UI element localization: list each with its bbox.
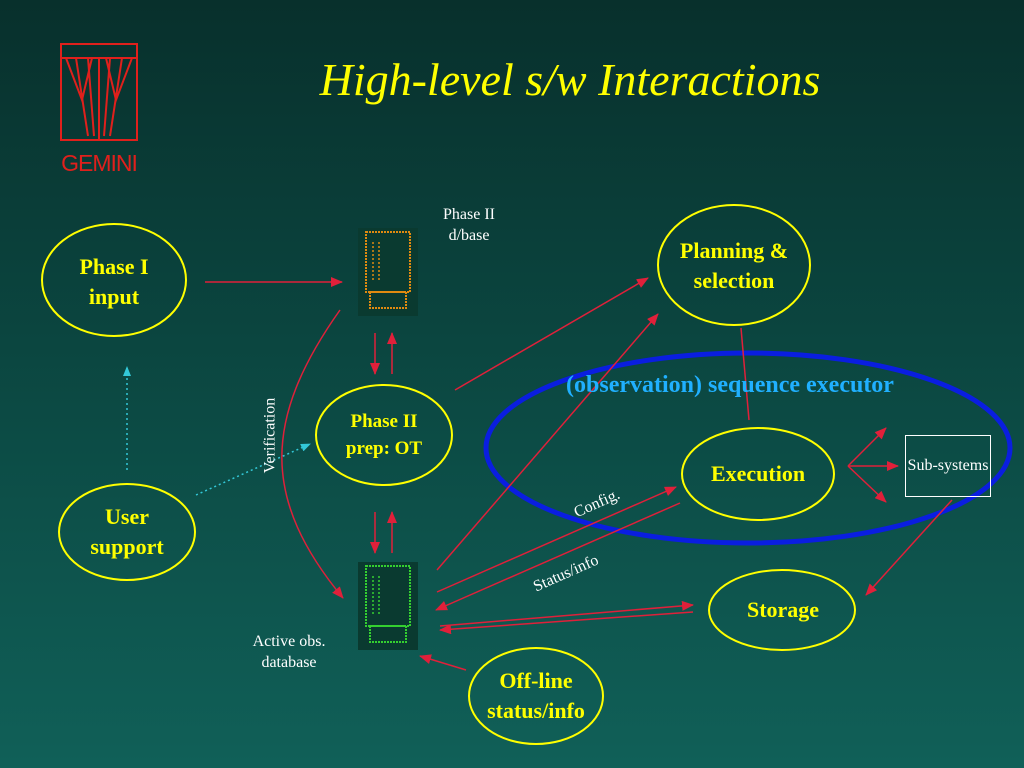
offline-status-node: Off-line status/info: [487, 668, 585, 723]
sequence-executor-label: (observation) sequence executor: [566, 372, 894, 398]
verification-label: Verification: [261, 397, 279, 474]
phase2-ellipse: [315, 384, 453, 486]
user-support-ellipse: [58, 483, 196, 581]
arrow-storage-to-activedb: [439, 611, 694, 635]
arrow-activedb-to-storage: [439, 600, 694, 627]
execution-ellipse: [681, 427, 835, 521]
storage-node: Storage: [746, 597, 820, 622]
arrows: [205, 277, 953, 671]
arrow-offline-to-activedb: [419, 654, 467, 671]
dotted-arrows: [123, 366, 311, 496]
phase1-input-node: Phase I input: [79, 254, 149, 309]
phase2-prep-node: Phase II prep: OT: [345, 411, 423, 459]
storage-ellipse: [708, 569, 856, 651]
active-obs-database-icon: [358, 562, 418, 650]
arrow-subsys-to-storage: [865, 499, 953, 596]
arrow-exec-to-subsys-1: [847, 427, 887, 467]
offline-ellipse: [468, 647, 604, 745]
planning-selection-node: Planning & selection: [679, 238, 789, 293]
line-planning-to-execution: [740, 327, 750, 421]
user-support-node: User support: [90, 504, 164, 559]
arrow-phase2-to-planning: [454, 277, 649, 391]
phase1-ellipse: [41, 223, 187, 337]
arrow-status-info: [435, 502, 681, 611]
phase2-database-icon: [358, 228, 418, 316]
slide-title: High-level s/w Interactions: [319, 54, 821, 105]
logo-text: GEMINI: [61, 150, 138, 176]
arrow-activedb-to-planning: [436, 313, 659, 571]
arrow-verification-curve: [281, 309, 344, 599]
executor-outline: [483, 350, 1013, 546]
arrow-user-to-phase2: [195, 443, 311, 496]
arrow-exec-to-subsys-3: [847, 465, 887, 503]
arrow-config: [436, 486, 677, 593]
subsystems-box: Sub-systems: [905, 435, 991, 497]
execution-node: Execution: [710, 461, 806, 486]
planning-ellipse: [657, 204, 811, 326]
gemini-logo: [60, 43, 138, 141]
active-obs-db-label: Active obs. database: [252, 633, 326, 671]
phase2-dbase-label: Phase II d/base: [443, 206, 495, 244]
